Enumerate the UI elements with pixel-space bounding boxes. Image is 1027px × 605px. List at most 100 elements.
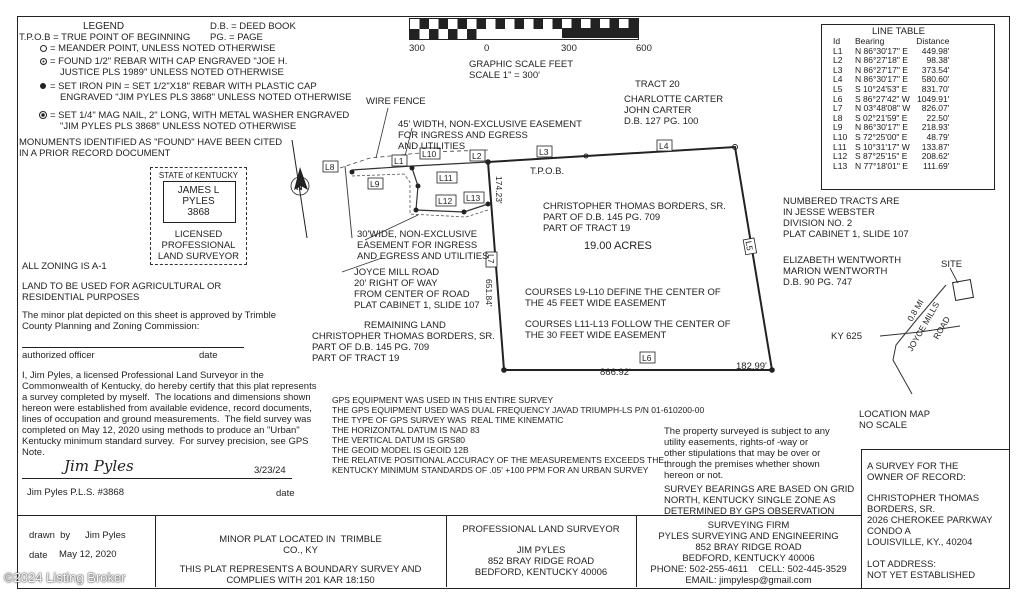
sheet-border [17, 16, 1010, 589]
line-id: L10 [833, 131, 848, 142]
scale-tick-1: 0 [484, 43, 490, 54]
line-label-l6: L6 [639, 351, 656, 364]
use-1: LAND TO BE USED FOR AGRICULTURAL OR [22, 281, 222, 292]
loc-site: SITE [941, 259, 963, 270]
line-label-text: L4 [659, 141, 669, 151]
line-distance: 22.50' [926, 112, 950, 123]
use-2: RESIDENTIAL PURPOSES [22, 292, 140, 303]
mag-nail-icon [39, 111, 47, 119]
line-label-text: L7 [486, 254, 496, 264]
bearings-3: DETERMINED BY GPS OBSERVATION [664, 506, 835, 517]
line-label-l4: L4 [656, 139, 673, 152]
legend-meander: = MEANDER POINT, UNLESS NOTED OTHERWISE [50, 43, 276, 54]
pls-name: JIM PYLES [516, 545, 566, 556]
owner-box-6: CONDO A [867, 526, 911, 537]
drawn-value: Jim Pyles [85, 530, 126, 541]
date-value: May 12, 2020 [59, 549, 117, 560]
owner-box-8: LOT ADDRESS: [867, 559, 936, 570]
easement-45-centerline [351, 161, 489, 171]
line-bearing: S 86°27'42" W [855, 93, 910, 104]
firm-4: BEDFORD, KENTUCKY 40006 [682, 553, 815, 564]
minor-2: CO., KY [283, 545, 318, 556]
line-label-text: L6 [642, 353, 652, 363]
line-bearing: S 10°31'17" W [855, 141, 910, 152]
line-label-text: L5 [744, 240, 756, 251]
cert-4: hereon were established from available e… [22, 403, 312, 414]
legend-monuments-1: MONUMENTS IDENTIFIED AS "FOUND" HAVE BEE… [19, 137, 283, 148]
scale-tick-3: 600 [636, 43, 652, 54]
line-id: L4 [833, 74, 843, 85]
line-bearing: N 77°18'01" E [855, 160, 908, 171]
line-distance: 111.69' [923, 160, 950, 171]
line-bearing: N 86°27'17" E [855, 64, 908, 75]
line-distance: 826.07' [921, 103, 950, 114]
site-leader [949, 267, 959, 284]
line-bearing: S 02°21'59" E [855, 112, 908, 123]
firm-5: PHONE: 502-255-4611 CELL: 502-445-3529 [650, 564, 847, 575]
gps-7: THE RELATIVE POSITIONAL ACCURACY OF THE … [332, 455, 665, 465]
subject-3: other stipulations that may be over or [664, 448, 821, 459]
cert-2: Commonwealth of Kentucky, do hereby cert… [22, 381, 317, 392]
wire-fence-label: WIRE FENCE [366, 96, 426, 107]
scale-label-1: GRAPHIC SCALE FEET [469, 59, 573, 70]
line-label-text: L9 [370, 179, 380, 189]
cert-3: a survey completed by myself. The locati… [22, 392, 311, 403]
line-label-l11: L11 [436, 171, 458, 184]
wentworth-3: D.B. 90 PG. 747 [783, 277, 853, 288]
header-bearing: Bearing [855, 36, 885, 46]
john: JOHN CARTER [624, 105, 692, 116]
approved-1: The minor plat depicted on this sheet is… [22, 310, 276, 321]
firm-3: 852 BRAY RIDGE ROAD [695, 542, 802, 553]
drawn-label: drawn by [29, 530, 71, 541]
minor-1: MINOR PLAT LOCATED IN TRIMBLE [219, 534, 382, 545]
line-label-l12: L12 [435, 194, 457, 207]
gps-6: THE GEOID MODEL IS GEOID 12B [332, 445, 469, 455]
line-table-row: L7 N 03°48'08" W 826.07' [830, 104, 952, 114]
legend-found-1: = FOUND 1/2" REBAR WITH CAP ENGRAVED "JO… [50, 56, 288, 67]
sig-date-label: date [276, 488, 295, 499]
gps-8: KENTUCKY MINIMUM STANDARDS OF .05' +100 … [332, 465, 649, 475]
legend-set-pin-1: = SET IRON PIN = SET 1/2"X18" REBAR WITH… [50, 81, 317, 92]
subject-1: The property surveyed is subject to any [664, 426, 830, 437]
owner-box-9: NOT YET ESTABLISHED [867, 570, 976, 581]
line-id: L5 [833, 83, 843, 94]
gps-3: THE TYPE OF GPS SURVEY WAS REAL TIME KIN… [332, 415, 564, 425]
line-id: L7 [833, 103, 843, 114]
dim-651: 651.84' [484, 279, 494, 307]
line-id: L11 [833, 141, 847, 152]
db127: D.B. 127 PG. 100 [624, 116, 699, 127]
line-distance: 373.54' [921, 64, 950, 75]
line-table-row: L8 S 02°21'59" E 22.50' [830, 112, 952, 124]
dim-174: 174.23' [494, 176, 504, 204]
firm-6: EMAIL: jimpylesp@gmail.com [685, 575, 812, 586]
legend-monuments-2: IN A PRIOR RECORD DOCUMENT [19, 148, 171, 159]
line-label-text: L8 [325, 162, 335, 172]
line-id: L8 [833, 112, 843, 123]
loc-title: LOCATION MAP [859, 409, 931, 420]
line-label-text: L12 [438, 196, 452, 206]
line-distance: 218.93' [921, 122, 950, 133]
line-bearing: S 10°24'53" E [855, 83, 908, 94]
line-table-header: Id Bearing Distance [830, 36, 952, 47]
cert-5: lines of occupation and ground measureme… [22, 414, 312, 425]
joyce-mill-road-edge [344, 165, 353, 239]
title-block-top-rule [17, 515, 861, 516]
set-iron-pin-icon [40, 83, 46, 89]
signature: Jim Pyles [64, 457, 134, 475]
svg-text:N: N [296, 182, 303, 192]
easement30-leader [364, 214, 419, 241]
line-label-l2: L2 [469, 149, 486, 162]
line-bearing: N 03°48'08" W [855, 103, 911, 114]
ky625-line [879, 325, 961, 337]
easement45-2: FOR INGRESS AND EGRESS [398, 130, 528, 141]
seal-state: STATE of KENTUCKY [158, 171, 239, 180]
joyce-mills-road-line [892, 284, 947, 395]
